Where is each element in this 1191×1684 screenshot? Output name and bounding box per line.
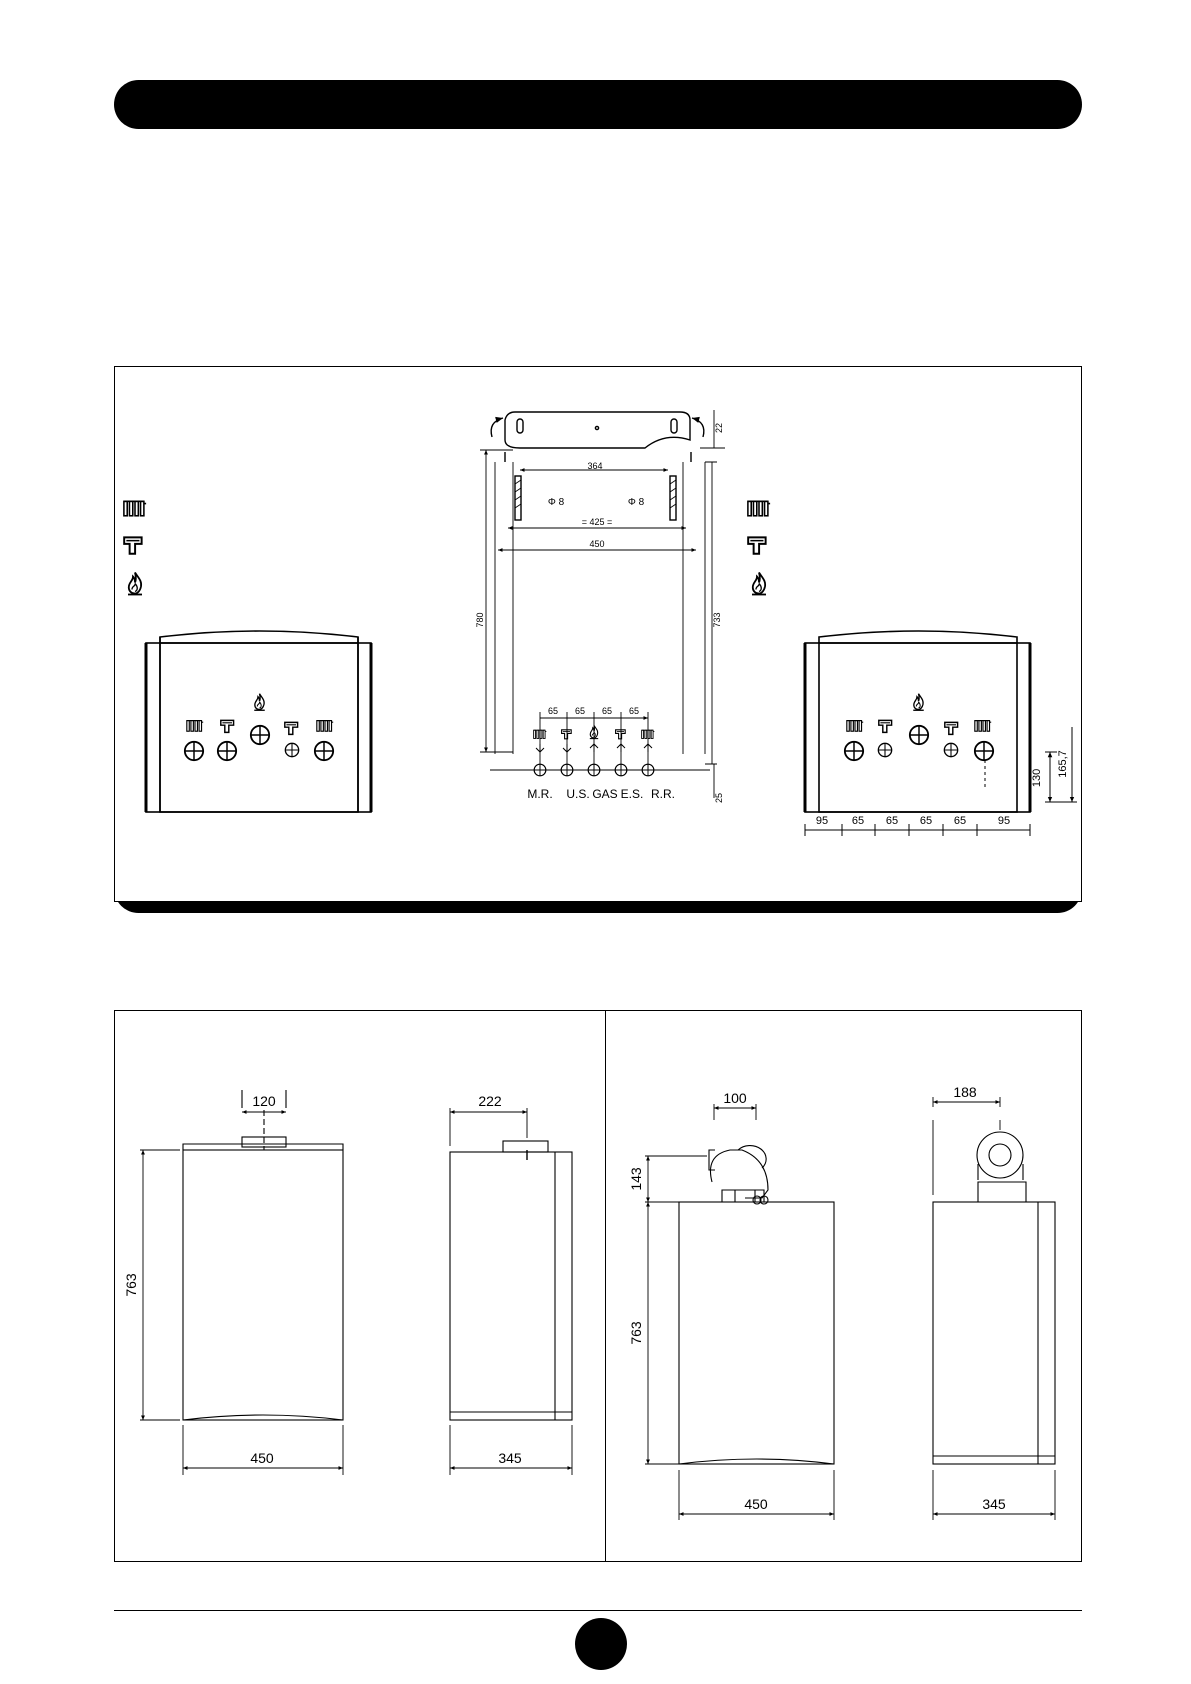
boiler-bottom-view-left xyxy=(144,630,373,813)
dim-right-spacing-3: 65 xyxy=(920,815,932,827)
panel-a-side-view xyxy=(449,1108,573,1475)
dim-right-spacing-1: 65 xyxy=(852,815,864,827)
right-view-dimensions xyxy=(804,727,1077,836)
dimensions-divider xyxy=(605,1010,606,1562)
dim-spacing-4: 65 xyxy=(629,706,639,716)
panel-b-side-view xyxy=(932,1097,1056,1520)
dim-right-height-pipes-total: 165,7 xyxy=(1057,750,1069,778)
dim-a-flue-offset: 222 xyxy=(478,1093,502,1109)
footer-rule xyxy=(114,1610,1082,1611)
dim-right-spacing-right-edge: 95 xyxy=(998,815,1010,827)
dim-b-flue-height: 143 xyxy=(628,1167,644,1191)
dim-b-flue-side-offset: 188 xyxy=(953,1084,977,1100)
dim-a-flue-width: 120 xyxy=(252,1093,276,1109)
dim-a-width: 450 xyxy=(250,1450,274,1466)
template-holes xyxy=(514,475,677,521)
template-dimensions xyxy=(480,410,725,798)
label-rr: R.R. xyxy=(651,787,675,801)
dim-spacing-3: 65 xyxy=(602,706,612,716)
section-header-bar-top xyxy=(114,80,1082,129)
dim-hole-diameter-right: Φ 8 xyxy=(628,497,645,508)
dim-b-width: 450 xyxy=(744,1496,768,1512)
label-us: U.S. xyxy=(566,787,589,801)
dim-hook-centres: = 425 = xyxy=(582,517,613,527)
dim-hole-diameter-left: Φ 8 xyxy=(548,497,565,508)
dim-spacing-1: 65 xyxy=(548,706,558,716)
dim-total-height: 780 xyxy=(475,612,485,627)
dim-bottom-offset: 25 xyxy=(714,793,724,803)
boiler-bottom-view-right xyxy=(803,630,1032,813)
dim-a-depth: 345 xyxy=(498,1450,522,1466)
connections-right xyxy=(843,693,995,790)
wall-bracket xyxy=(490,411,705,462)
dim-b-height: 763 xyxy=(628,1321,644,1345)
panel-a-front-view xyxy=(140,1090,344,1475)
dim-right-height-pipes: 130 xyxy=(1031,769,1043,787)
dim-a-height: 763 xyxy=(123,1273,139,1297)
dim-bracket-holes: 364 xyxy=(587,461,602,471)
template-connection-symbols xyxy=(533,724,655,777)
dim-b-flue-width: 100 xyxy=(723,1090,747,1106)
dim-right-spacing-left-edge: 95 xyxy=(816,815,828,827)
dim-right-spacing-4: 65 xyxy=(954,815,966,827)
dim-spacing-2: 65 xyxy=(575,706,585,716)
dim-b-depth: 345 xyxy=(982,1496,1006,1512)
label-es: E.S. xyxy=(621,787,644,801)
panel-b-front-view xyxy=(645,1104,835,1520)
page-number-tab xyxy=(575,1618,627,1670)
label-gas: GAS xyxy=(592,787,617,801)
label-mr: M.R. xyxy=(527,787,552,801)
dim-bracket-offset: 22 xyxy=(714,423,724,433)
dim-bracket-to-connections: 733 xyxy=(712,612,722,627)
dim-right-spacing-2: 65 xyxy=(886,815,898,827)
dim-boiler-width: 450 xyxy=(589,539,604,549)
